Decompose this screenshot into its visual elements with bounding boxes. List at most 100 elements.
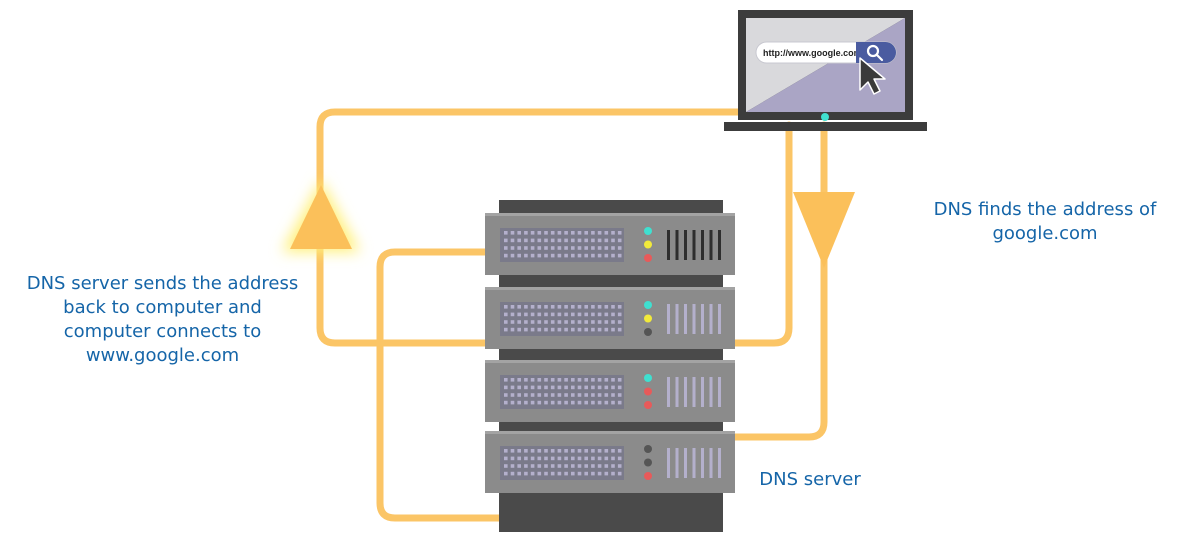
drive-slot <box>667 448 670 478</box>
vent-hole <box>617 305 622 309</box>
vent-hole <box>537 456 542 461</box>
drive-slot <box>718 377 721 407</box>
vent-hole <box>591 253 595 258</box>
vent-hole <box>530 253 535 258</box>
server-unit <box>485 431 735 493</box>
vent-hole <box>557 305 562 309</box>
vent-hole <box>564 305 568 309</box>
vent-hole <box>544 464 548 468</box>
drive-slot <box>701 448 704 478</box>
drive-slot <box>718 304 721 334</box>
vent-hole <box>557 464 562 468</box>
vent-hole <box>530 471 535 476</box>
vent-hole <box>597 253 602 258</box>
vent-hole <box>557 312 562 317</box>
drive-slot <box>709 448 713 478</box>
vent-hole <box>564 327 568 332</box>
vent-hole <box>577 393 582 397</box>
vent-hole <box>517 253 521 258</box>
drive-slot <box>692 377 696 407</box>
vent-hole <box>597 246 602 250</box>
vent-hole <box>530 449 535 453</box>
vent-hole <box>524 320 528 324</box>
vent-hole <box>604 400 609 405</box>
vent-hole <box>604 471 609 476</box>
vent-hole <box>611 238 615 243</box>
vent-hole <box>524 464 528 468</box>
vent-hole <box>577 456 582 461</box>
status-led <box>644 387 652 396</box>
vent-hole <box>611 305 615 309</box>
vent-hole <box>597 400 602 405</box>
vent-hole <box>504 471 508 476</box>
browser-address-bar[interactable]: http://www.google.com <box>755 41 897 64</box>
vent-hole <box>524 378 528 382</box>
vent-hole <box>584 400 588 405</box>
vent-hole <box>504 385 508 390</box>
vent-hole <box>550 238 555 243</box>
vent-hole <box>537 312 542 317</box>
vent-hole <box>617 464 622 468</box>
vent-hole <box>544 385 548 390</box>
arrow-cursor-icon <box>859 57 886 95</box>
vent-hole <box>597 320 602 324</box>
vent-hole <box>517 320 521 324</box>
query-path <box>731 121 828 441</box>
vent-hole <box>591 305 595 309</box>
vent-hole <box>510 305 515 309</box>
vent-hole <box>584 238 588 243</box>
vent-hole <box>504 253 508 258</box>
vent-hole <box>611 320 615 324</box>
vent-hole <box>544 305 548 309</box>
vent-hole <box>564 378 568 382</box>
vent-hole <box>591 385 595 390</box>
vent-hole <box>524 393 528 397</box>
vent-hole <box>537 464 542 468</box>
vent-hole <box>591 231 595 235</box>
vent-hole <box>584 246 588 250</box>
vent-hole <box>557 471 562 476</box>
upper-right-loop <box>731 121 793 347</box>
vent-grid <box>500 446 624 480</box>
vent-hole <box>550 393 555 397</box>
vent-hole <box>564 320 568 324</box>
vent-hole <box>550 385 555 390</box>
vent-hole <box>584 385 588 390</box>
vent-hole <box>510 312 515 317</box>
vent-hole <box>544 471 548 476</box>
vent-hole <box>584 320 588 324</box>
vent-hole <box>557 449 562 453</box>
drive-slot <box>718 230 721 260</box>
vent-hole <box>524 305 528 309</box>
vent-hole <box>577 471 582 476</box>
vent-hole <box>557 456 562 461</box>
vent-hole <box>517 449 521 453</box>
vent-hole <box>604 253 609 258</box>
vent-hole <box>557 400 562 405</box>
vent-hole <box>617 385 622 390</box>
vent-hole <box>577 378 582 382</box>
drive-slot <box>684 230 687 260</box>
vent-hole <box>611 231 615 235</box>
vent-hole <box>517 312 521 317</box>
server-unit-highlight <box>485 213 735 216</box>
search-button[interactable] <box>856 42 896 63</box>
vent-hole <box>544 320 548 324</box>
vent-hole <box>537 400 542 405</box>
vent-hole <box>537 253 542 258</box>
vent-hole <box>571 231 575 235</box>
vent-hole <box>597 327 602 332</box>
vent-hole <box>617 456 622 461</box>
vent-hole <box>617 393 622 397</box>
drive-slot <box>692 230 696 260</box>
vent-hole <box>617 320 622 324</box>
vent-hole <box>517 400 521 405</box>
vent-hole <box>544 312 548 317</box>
vent-hole <box>517 393 521 397</box>
vent-hole <box>544 238 548 243</box>
vent-hole <box>504 246 508 250</box>
vent-hole <box>517 246 521 250</box>
server-internal-loop <box>376 248 504 522</box>
laptop-power-led <box>821 113 829 121</box>
vent-hole <box>597 305 602 309</box>
